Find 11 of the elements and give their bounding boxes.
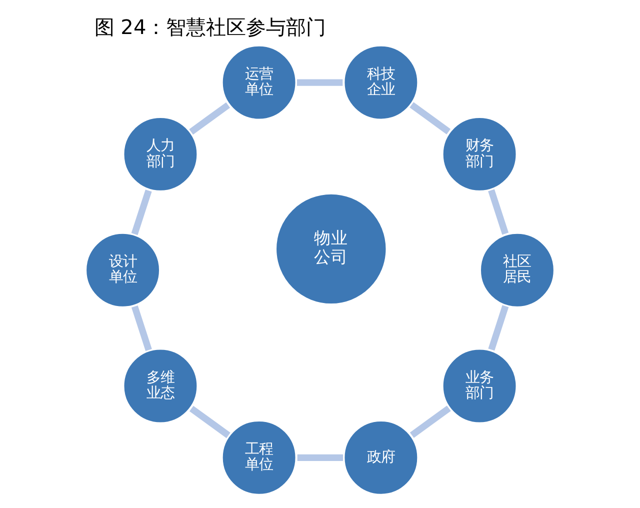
- connector: [189, 102, 230, 134]
- connector: [131, 304, 152, 350]
- diagram-title: 图 24：智慧社区参与部门: [94, 14, 326, 38]
- connector: [488, 304, 509, 350]
- connector: [297, 454, 344, 460]
- connector: [131, 189, 152, 235]
- connector: [296, 78, 343, 86]
- connector: [189, 405, 230, 438]
- connector: [410, 102, 451, 134]
- connector: [488, 188, 509, 234]
- connector: [410, 405, 451, 438]
